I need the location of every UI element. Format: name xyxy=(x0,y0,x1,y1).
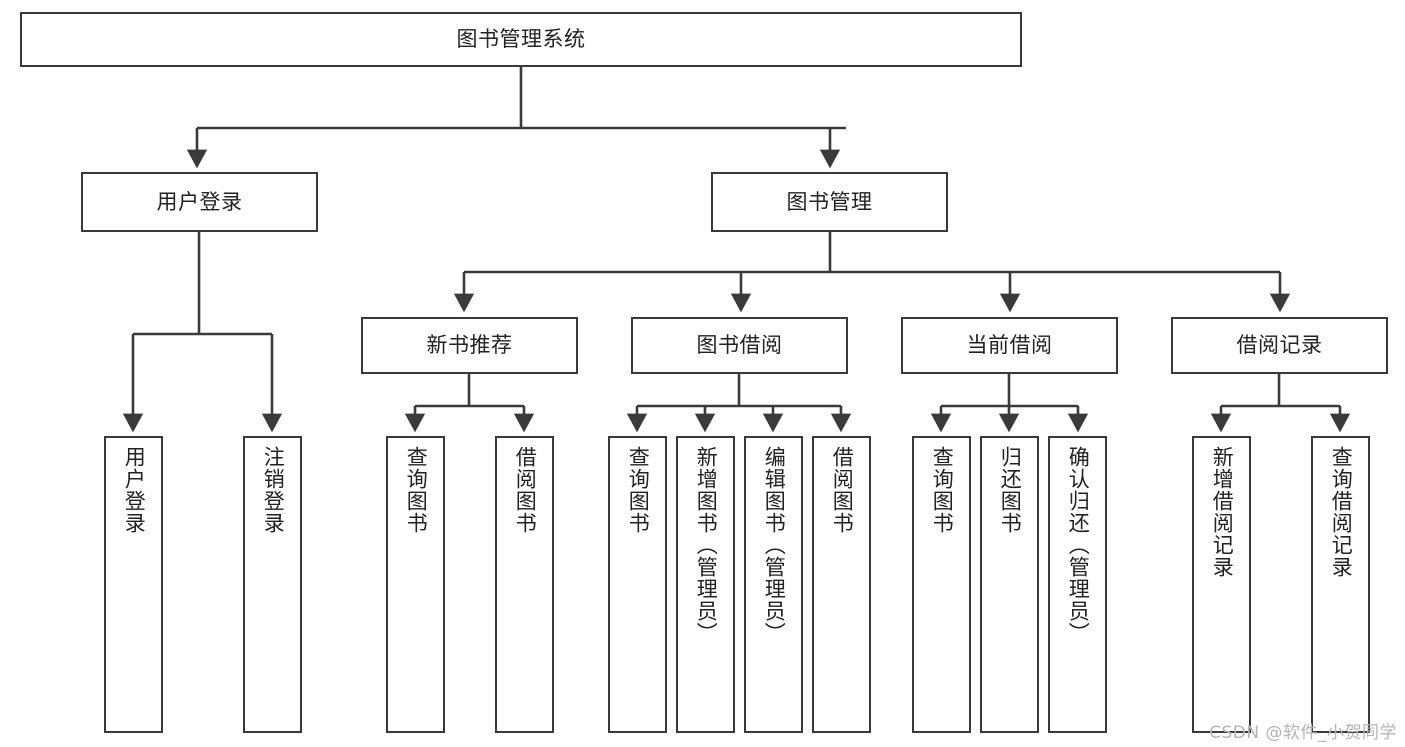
edges-borrowrecord-to-leaves xyxy=(1210,374,1351,433)
leaf-confirm-return[interactable]: 确认归还（管理员） xyxy=(1048,436,1107,733)
leaf-return-book[interactable]: 归还图书 xyxy=(980,436,1039,733)
leaf-return-book-label: 归还图书 xyxy=(998,446,1023,534)
leaf-query-book-3-label: 查询图书 xyxy=(930,446,955,534)
csdn-watermark: CSDN @软件_小贺同学 xyxy=(1209,723,1397,743)
edges-newbookrec-to-leaves xyxy=(404,374,535,433)
leaf-query-book-2[interactable]: 查询图书 xyxy=(608,436,667,733)
leaf-add-record-label: 新增借阅记录 xyxy=(1210,446,1235,578)
node-new-book-rec[interactable]: 新书推荐 xyxy=(361,317,578,374)
node-book-borrow-label: 图书借阅 xyxy=(696,333,783,358)
leaf-query-book-3[interactable]: 查询图书 xyxy=(912,436,971,733)
edges-userlogin-to-leaves xyxy=(122,232,283,433)
node-user-login[interactable]: 用户登录 xyxy=(81,172,318,232)
leaf-borrow-book-2-label: 借阅图书 xyxy=(830,446,855,534)
node-borrow-record-label: 借阅记录 xyxy=(1236,333,1323,358)
leaf-query-record-label: 查询借阅记录 xyxy=(1329,446,1354,578)
node-root-label: 图书管理系统 xyxy=(456,27,586,52)
leaf-confirm-return-label: 确认归还（管理员） xyxy=(1066,446,1091,644)
leaf-user-login[interactable]: 用户登录 xyxy=(104,436,163,733)
leaf-logout-login[interactable]: 注销登录 xyxy=(243,436,302,733)
leaf-user-login-label: 用户登录 xyxy=(122,446,147,534)
edges-bookmanage-to-level3 xyxy=(453,232,1291,313)
leaf-add-record[interactable]: 新增借阅记录 xyxy=(1192,436,1251,733)
node-borrow-record[interactable]: 借阅记录 xyxy=(1171,317,1388,374)
node-current-borrow[interactable]: 当前借阅 xyxy=(901,317,1118,374)
node-root[interactable]: 图书管理系统 xyxy=(20,12,1022,67)
leaf-query-book-1-label: 查询图书 xyxy=(404,446,429,534)
node-current-borrow-label: 当前借阅 xyxy=(966,333,1053,358)
edges-root-to-level2 xyxy=(186,67,846,169)
leaf-logout-login-label: 注销登录 xyxy=(261,446,286,534)
leaf-query-book-2-label: 查询图书 xyxy=(626,446,651,534)
leaf-borrow-book-1-label: 借阅图书 xyxy=(513,446,538,534)
leaf-edit-book[interactable]: 编辑图书（管理员） xyxy=(744,436,803,733)
node-new-book-rec-label: 新书推荐 xyxy=(426,333,513,358)
node-user-login-label: 用户登录 xyxy=(156,189,243,214)
node-book-borrow[interactable]: 图书借阅 xyxy=(631,317,848,374)
leaf-borrow-book-1[interactable]: 借阅图书 xyxy=(495,436,554,733)
leaf-add-book[interactable]: 新增图书（管理员） xyxy=(676,436,735,733)
node-book-manage[interactable]: 图书管理 xyxy=(711,172,948,232)
leaf-query-book-1[interactable]: 查询图书 xyxy=(386,436,445,733)
leaf-borrow-book-2[interactable]: 借阅图书 xyxy=(812,436,871,733)
leaf-query-record[interactable]: 查询借阅记录 xyxy=(1311,436,1370,733)
edges-currentborrow-to-leaves xyxy=(930,374,1089,433)
node-book-manage-label: 图书管理 xyxy=(786,189,873,214)
leaf-edit-book-label: 编辑图书（管理员） xyxy=(762,446,787,644)
edges-bookborrow-to-leaves xyxy=(626,374,852,433)
leaf-add-book-label: 新增图书（管理员） xyxy=(694,446,719,644)
